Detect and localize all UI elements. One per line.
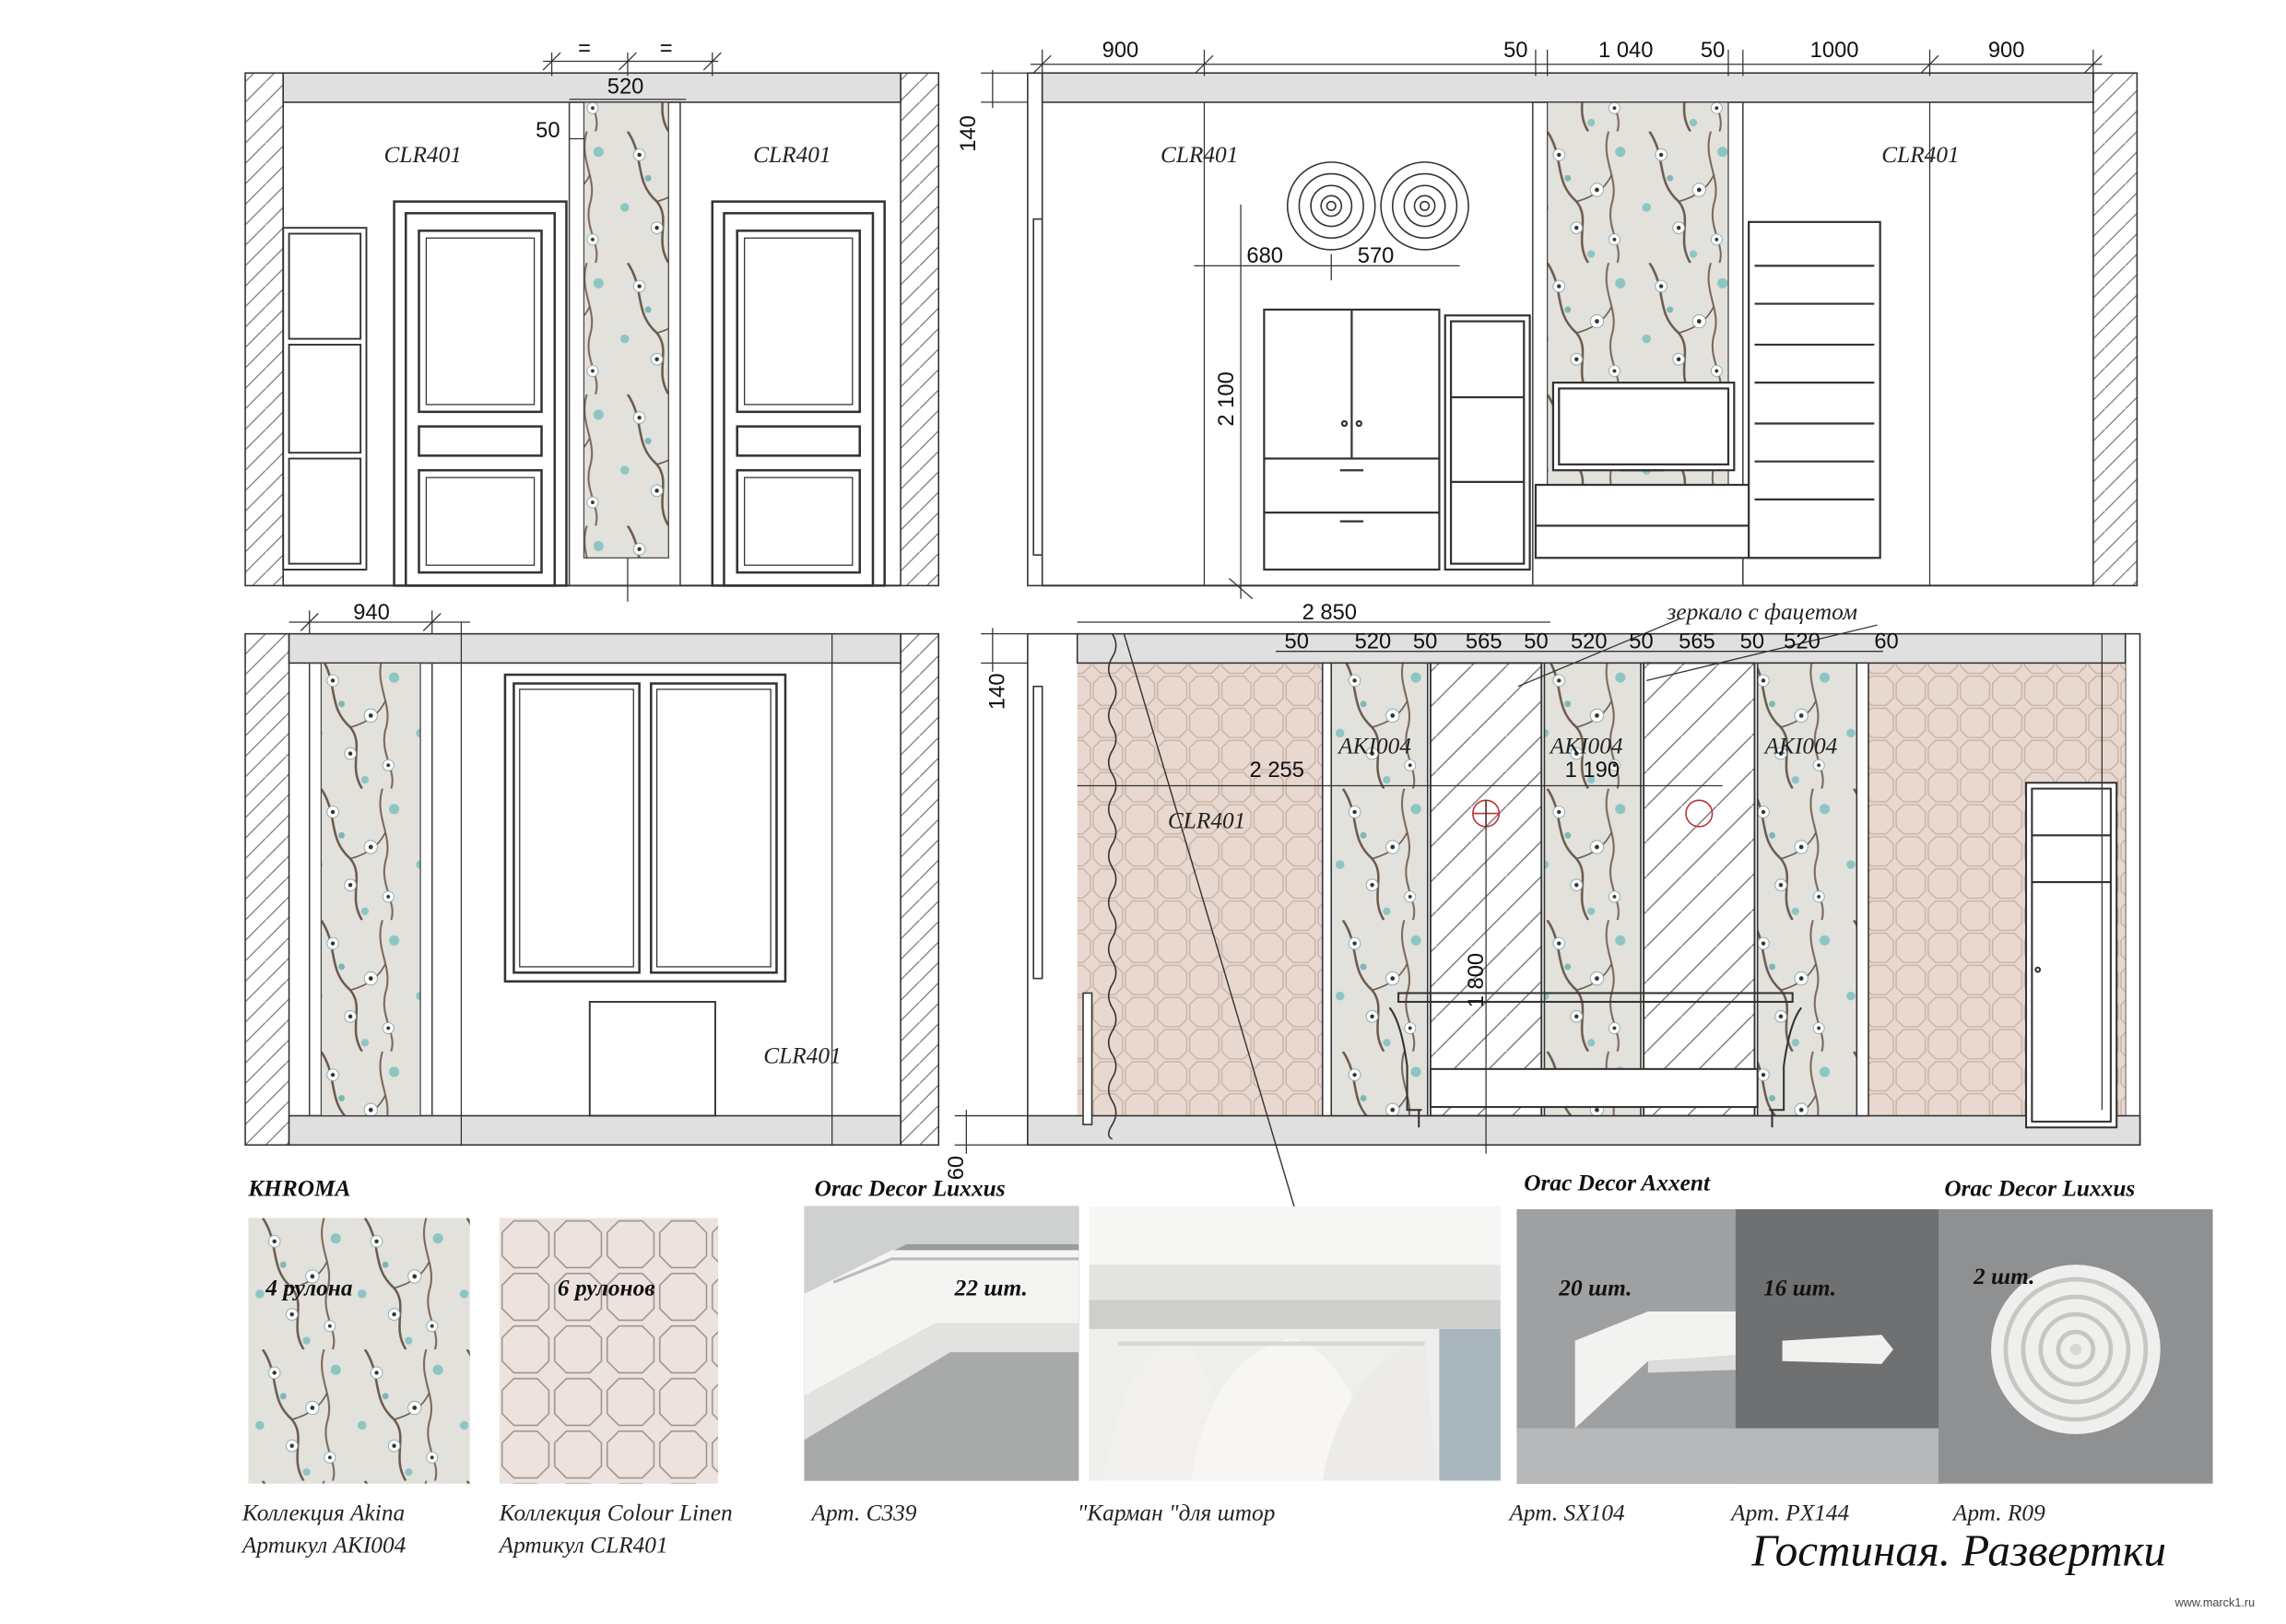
dim-rosette-b: 570	[1358, 243, 1395, 268]
linen-swatch	[499, 1218, 719, 1484]
akina-swatch	[248, 1218, 470, 1484]
dim-gap: 50	[1701, 38, 1725, 63]
elevation-1: = = 520 50 CLR401 CLR401	[244, 36, 940, 602]
wall-code-aki: AKI004	[1549, 734, 1623, 759]
dim-segment: 50	[1524, 630, 1548, 654]
linen-caption: Коллекция Colour Linen	[499, 1500, 733, 1526]
dim-eq-left: =	[578, 36, 591, 61]
akina-article: Артикул AKI004	[242, 1533, 407, 1559]
akina-panel	[1756, 662, 1858, 1117]
dim-left: 900	[1102, 38, 1139, 63]
akina-panel	[1546, 101, 1729, 559]
dim-total: 2 850	[1302, 600, 1357, 625]
axxent-brand: Orac Decor Axxent	[1524, 1171, 1711, 1196]
bookcase	[1748, 220, 1881, 559]
moulding-qty: 16 шт.	[1762, 1276, 1837, 1301]
dim-frame: 50	[536, 118, 560, 143]
dim-eq-right: =	[660, 36, 673, 61]
tv	[1551, 382, 1736, 472]
wall-code-clr: CLR401	[1161, 142, 1238, 168]
dim-height-top: 140	[956, 115, 981, 152]
door-right	[711, 200, 886, 587]
dim-panel: 1 040	[1598, 38, 1653, 63]
cornice-brand: Orac Decor Luxxus	[814, 1177, 1006, 1203]
dim-segment: 50	[1413, 630, 1437, 654]
dim-mirror-height: 1 800	[1464, 953, 1489, 1007]
mirror-note: зеркало с фацетом	[1666, 599, 1857, 625]
skirting-photo	[1516, 1208, 1940, 1484]
elevation-4: 2 850 50 520 50 565 50 520 50 565 50 520…	[944, 599, 2141, 1283]
ceiling-rosette	[1380, 161, 1469, 251]
wall-code-clr: CLR401	[753, 142, 831, 168]
leader-line	[1123, 633, 1318, 1283]
ceiling-rosette	[1286, 161, 1376, 251]
dim-segment: 565	[1466, 630, 1502, 654]
narrow-shelf	[1443, 314, 1531, 571]
curtain-pocket-photo	[1089, 1206, 1501, 1481]
rosette-photo	[1938, 1208, 2213, 1484]
elevation-3: 940 CLR401	[244, 600, 940, 1147]
akina-panel	[1543, 662, 1642, 1117]
cornice-qty: 22 шт.	[954, 1276, 1028, 1301]
cornice-photo	[804, 1206, 1079, 1481]
dim-segment: 520	[1571, 630, 1608, 654]
dim-rosette-a: 680	[1246, 243, 1283, 268]
wall-code-aki: AKI004	[1337, 734, 1411, 759]
bookcase	[282, 227, 368, 571]
rosette-qty: 2 шт.	[1974, 1265, 2035, 1290]
dim-shelf: 1000	[1810, 38, 1859, 63]
dim-segment: 50	[1740, 630, 1764, 654]
dim-segment: 50	[1285, 630, 1309, 654]
skirting-article: Арт. SX104	[1509, 1500, 1625, 1526]
column-cabinet	[2025, 782, 2118, 1129]
dim-cabinet-height: 2 100	[1214, 371, 1239, 426]
mirror-panel	[1643, 662, 1756, 1117]
window	[503, 673, 787, 983]
wall-code-clr: CLR401	[383, 142, 461, 168]
rosette-article: Арт. R09	[1952, 1500, 2045, 1526]
dim-segment: 520	[1784, 630, 1821, 654]
wardrobe	[1263, 308, 1441, 571]
wall-code-clr: CLR401	[763, 1043, 841, 1069]
akina-caption: Коллекция Akina	[242, 1500, 406, 1526]
moulding-article: Арт. PX144	[1731, 1500, 1850, 1526]
linen-article: Артикул CLR401	[499, 1533, 668, 1559]
dim-offset-a: 2 255	[1250, 758, 1304, 783]
wall-code-clr: CLR401	[1168, 807, 1245, 833]
dim-segment: 565	[1679, 630, 1715, 654]
dim-panel: 940	[353, 600, 390, 625]
linen-rolls: 6 рулонов	[557, 1276, 655, 1301]
akina-panel	[320, 662, 421, 1117]
wallpaper-brand: KHROMA	[248, 1177, 351, 1203]
wall-code-clr: CLR401	[1881, 142, 1959, 168]
elevation-2: 900 50 1 040 50 1000 900 140 680 570 2 1…	[956, 38, 2139, 600]
site-mark: www.marck1.ru	[2174, 1595, 2256, 1610]
akina-panel	[583, 101, 669, 559]
wall-code-aki: AKI004	[1763, 734, 1838, 759]
dim-offset-b: 1 190	[1565, 758, 1620, 783]
skirting-qty: 20 шт.	[1559, 1276, 1632, 1301]
dim-segment: 50	[1629, 630, 1653, 654]
dim-segment: 60	[1874, 630, 1898, 654]
dim-gap: 50	[1503, 38, 1527, 63]
dim-right: 900	[1988, 38, 2025, 63]
dim-segment: 520	[1355, 630, 1392, 654]
akina-rolls: 4 рулона	[265, 1276, 353, 1301]
cornice-article: Арт. C339	[811, 1500, 917, 1526]
dim-bottom: 60	[944, 1156, 969, 1180]
door-left	[393, 200, 568, 587]
radiator-niche	[588, 1001, 716, 1117]
curtain-pocket-caption: "Карман "для штор	[1077, 1500, 1276, 1526]
dim-height-top: 140	[985, 673, 1010, 710]
curtain	[1107, 633, 1117, 1140]
dim-panel-width: 520	[607, 74, 644, 99]
sofa	[1388, 992, 1802, 1128]
sheet-title: Гостиная. Развертки	[1751, 1524, 2167, 1576]
akina-panel	[1330, 662, 1429, 1117]
rosette-brand: Orac Decor Luxxus	[1944, 1177, 2136, 1203]
